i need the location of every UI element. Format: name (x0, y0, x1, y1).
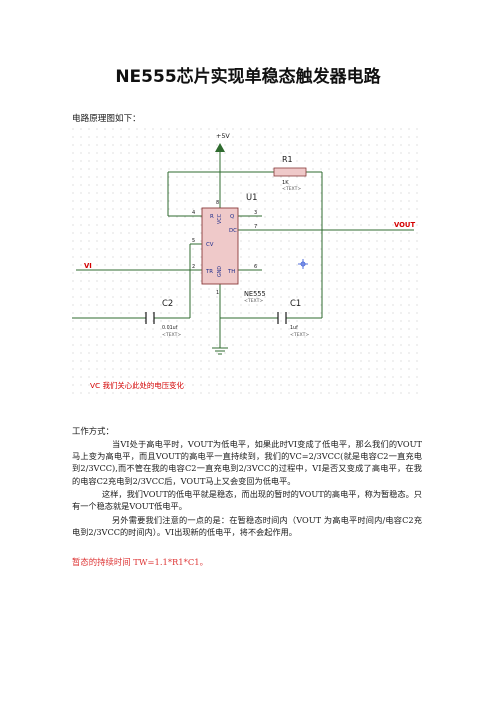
pin-number-th: 6 (254, 264, 257, 270)
pin-label-gnd: GND (217, 266, 223, 277)
pin-label-th: TH (227, 269, 235, 275)
c2-ref: C2 (162, 298, 173, 308)
c1-text: <TEXT> (290, 332, 309, 338)
vc-annotation: VC 我们关心此处的电压变化 (90, 381, 184, 390)
pin-number-r: 4 (192, 210, 195, 216)
chip-text: <TEXT> (244, 298, 263, 304)
vout-label: VOUT (394, 221, 415, 229)
paragraph-3: 另外需要我们注意的一点的是：在暂稳态时间内（VOUT 为高电平时间内/电容C2充… (72, 515, 422, 538)
capacitor-c1-icon (277, 312, 287, 324)
grid-background (72, 128, 420, 394)
pin-label-dc: DC (229, 228, 237, 234)
paragraph-1: 当VI处于高电平时，VOUT为低电平，如果此时VI变成了低电平，那么我们的VOU… (72, 439, 422, 486)
pin-number-cv: 5 (192, 238, 195, 244)
intro-text: 电路原理图如下： (72, 114, 141, 124)
r1-ref: R1 (282, 155, 293, 164)
page-title: NE555芯片实现单稳态触发器电路 (115, 67, 381, 87)
paragraph-2: 这样，我们VOUT的低电平就是稳态，而出现的暂时的VOUT的高电平，称为暂稳态。… (72, 489, 422, 512)
r1-text: <TEXT> (282, 186, 301, 192)
pin-label-q: Q (230, 214, 234, 220)
section-heading: 工作方式： (72, 426, 114, 436)
probe-cross-icon (298, 259, 308, 269)
c2-value: 0.01uf (162, 325, 178, 331)
wires (72, 148, 414, 348)
chip-part: NE555 (244, 290, 266, 298)
ground-icon (212, 347, 228, 355)
capacitor-c2-icon (145, 312, 155, 324)
r1-value: 1K (282, 180, 289, 186)
c1-ref: C1 (290, 298, 301, 308)
pin-label-tr: TR (205, 269, 213, 275)
c2-text: <TEXT> (162, 332, 181, 338)
vi-label: VI (84, 262, 92, 270)
pin-number-vcc: 8 (216, 200, 219, 206)
resistor-r1-icon (273, 167, 307, 177)
supply-arrow-icon (215, 143, 225, 152)
chip-ref: U1 (246, 192, 257, 202)
pin-label-vcc: VCC (217, 213, 223, 224)
pin-number-tr: 2 (192, 264, 195, 270)
circuit-schematic: +5V R1 1K <TEXT> U1 R VCC Q DC CV TR TH … (72, 128, 420, 394)
pin-number-dc: 7 (254, 224, 257, 230)
formula-text: 暂态的持续时间 TW=1.1*R1*C1。 (72, 557, 208, 567)
pin-label-r: R (210, 214, 214, 220)
ne555-chip (201, 207, 239, 285)
supply-label: +5V (216, 132, 230, 140)
pin-number-q: 3 (254, 210, 257, 216)
pin-label-cv: CV (206, 242, 214, 248)
c1-value: 1uf (290, 325, 298, 331)
pin-number-gnd: 1 (216, 290, 219, 296)
